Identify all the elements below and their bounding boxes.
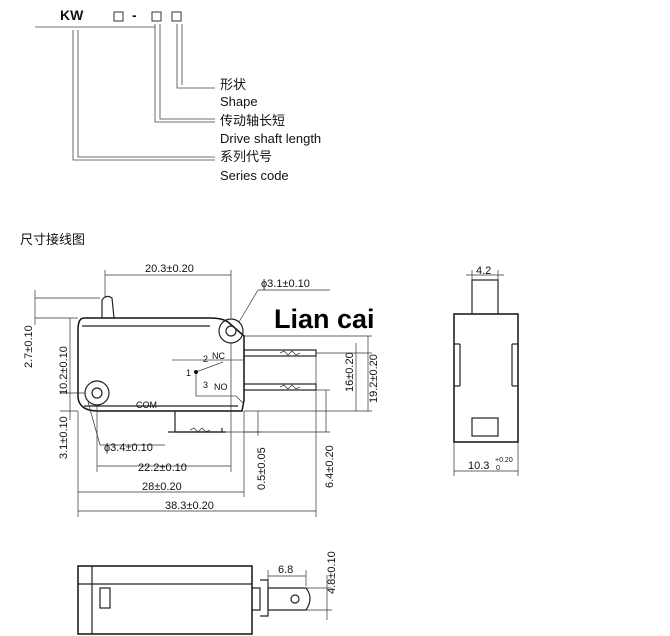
svg-text:+0.20: +0.20 bbox=[495, 457, 513, 464]
label-com: COM bbox=[136, 400, 157, 410]
section-title: 尺寸接线图 bbox=[20, 232, 85, 247]
svg-text:16±0.20: 16±0.20 bbox=[344, 352, 356, 392]
legend-shape-cn: 形状 bbox=[220, 77, 246, 92]
mount-hole-bottom bbox=[84, 380, 110, 406]
actuator-nub bbox=[101, 295, 115, 319]
leader-shaft bbox=[154, 24, 215, 123]
code-legend: 形状 Shape 传动轴长短 Drive shaft length 系列代号 S… bbox=[220, 77, 321, 183]
code-box-shape bbox=[171, 11, 182, 22]
svg-text:6.8: 6.8 bbox=[278, 564, 293, 576]
dim-hole-bottom: ϕ3.4±0.10 bbox=[104, 442, 153, 454]
label-nc: NC bbox=[212, 351, 225, 361]
leader-shape bbox=[176, 24, 215, 89]
svg-text:20.3±0.20: 20.3±0.20 bbox=[145, 263, 194, 275]
svg-text:0.5±0.05: 0.5±0.05 bbox=[256, 447, 268, 490]
terminal-com bbox=[174, 411, 223, 433]
svg-text:6.4±0.20: 6.4±0.20 bbox=[324, 445, 336, 488]
ordering-code: KW - bbox=[35, 7, 215, 161]
svg-text:10.2±0.10: 10.2±0.10 bbox=[58, 346, 70, 395]
svg-text:2.7±0.10: 2.7±0.10 bbox=[23, 325, 35, 368]
svg-text:3: 3 bbox=[203, 380, 208, 390]
internal-contact bbox=[195, 372, 245, 405]
leader-series bbox=[72, 30, 215, 161]
svg-text:2: 2 bbox=[203, 354, 208, 364]
bottom-terminal bbox=[267, 587, 311, 611]
svg-text:22.2±0.10: 22.2±0.10 bbox=[138, 462, 187, 474]
svg-text:28±0.20: 28±0.20 bbox=[142, 481, 182, 493]
code-box-series bbox=[113, 11, 124, 22]
code-prefix: KW bbox=[60, 7, 84, 23]
code-dash: - bbox=[132, 7, 137, 23]
legend-shaft-en: Drive shaft length bbox=[220, 131, 321, 146]
side-view: 4.2 10.3 +0.20 0 bbox=[453, 265, 519, 476]
side-actuator bbox=[471, 279, 499, 315]
bottom-body bbox=[77, 565, 253, 635]
svg-text:4.2: 4.2 bbox=[476, 265, 491, 277]
svg-text:3.1±0.10: 3.1±0.10 bbox=[58, 416, 70, 459]
legend-shape-en: Shape bbox=[220, 94, 258, 109]
label-no: NO bbox=[214, 382, 228, 392]
svg-text:1: 1 bbox=[186, 368, 191, 378]
watermark-logo: Lian cai bbox=[274, 304, 375, 334]
code-box-shaft bbox=[151, 11, 162, 22]
legend-shaft-cn: 传动轴长短 bbox=[220, 113, 285, 128]
side-body bbox=[453, 313, 519, 443]
front-view: NC 2 1 3 NO COM 20.3±0.20 ϕ3.1±0.10 2.7±… bbox=[23, 263, 380, 517]
svg-text:38.3±0.20: 38.3±0.20 bbox=[165, 500, 214, 512]
svg-text:10.3: 10.3 bbox=[468, 460, 489, 472]
legend-series-en: Series code bbox=[220, 168, 289, 183]
dim-hole-top: ϕ3.1±0.10 bbox=[261, 278, 310, 290]
bottom-view: 6.8 4.8±0.10 bbox=[77, 551, 338, 635]
svg-text:19.2±0.20: 19.2±0.20 bbox=[368, 354, 380, 403]
svg-text:0: 0 bbox=[496, 465, 500, 472]
svg-text:4.8±0.10: 4.8±0.10 bbox=[326, 551, 338, 594]
legend-series-cn: 系列代号 bbox=[220, 149, 272, 164]
